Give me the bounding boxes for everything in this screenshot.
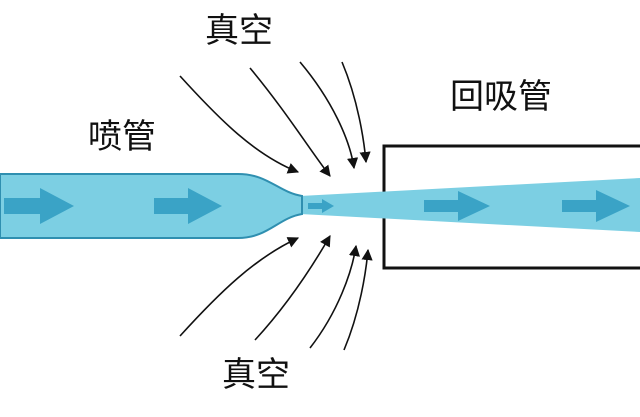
suction-arrows-bottom [179,235,373,351]
flow-arrow-1-icon [4,188,74,224]
label-vacuum-top: 真空 [205,11,273,51]
flow-arrow-4-icon [424,191,490,221]
flow-arrow-3-icon [308,199,334,213]
suction-arrow-top-3-icon [299,61,359,170]
flow-arrow-2-icon [154,188,222,224]
suction-arrow-bottom-3-icon [309,244,360,349]
flow-arrow-5-icon [562,190,630,222]
label-return-tube: 回吸管 [450,77,552,117]
suction-arrows-top [179,61,371,177]
label-nozzle: 喷管 [88,117,156,157]
suction-arrow-top-2-icon [249,67,331,177]
label-vacuum-bottom: 真空 [222,355,290,395]
suction-arrow-bottom-2-icon [254,235,331,341]
suction-arrow-top-1-icon [179,75,300,174]
nozzle-body [0,173,303,239]
suction-arrow-bottom-4-icon [343,248,373,351]
suction-arrow-bottom-1-icon [179,237,300,337]
suction-arrow-top-4-icon [341,61,371,164]
